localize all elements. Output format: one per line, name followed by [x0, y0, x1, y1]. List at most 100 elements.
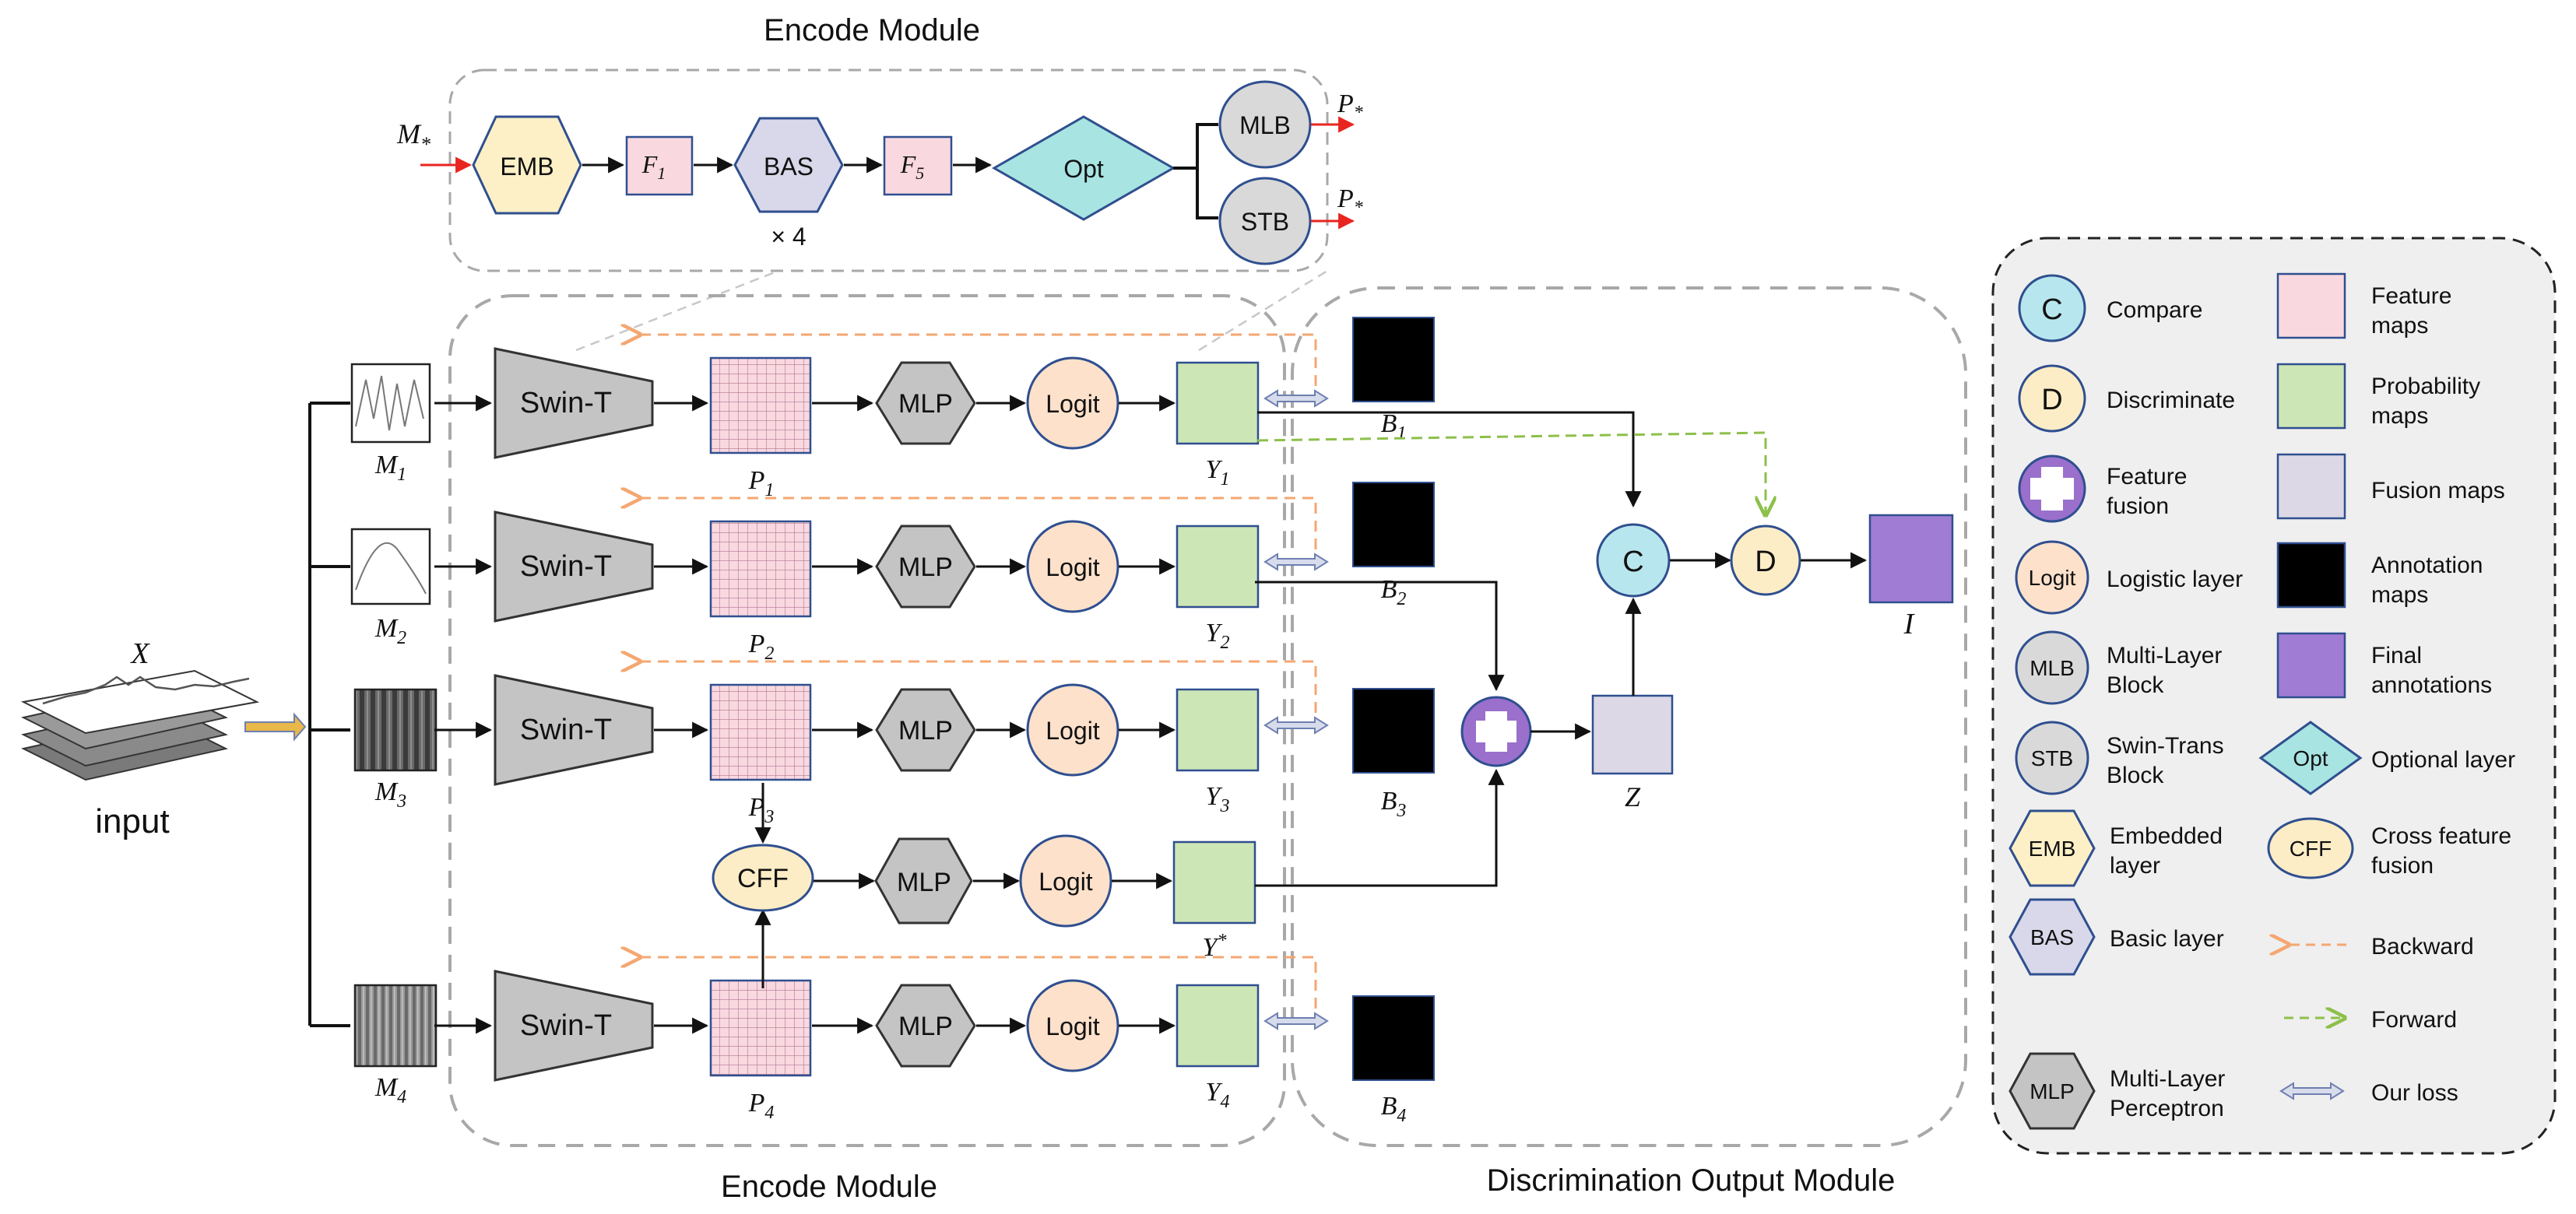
ystar-to-fusion-line: [1255, 768, 1505, 887]
legend-label-7-line1: Annotation: [2371, 553, 2483, 578]
b-label-3: B3: [1381, 787, 1407, 821]
encode-module-title-bottom: Encode Module: [721, 1170, 937, 1204]
legend-label-8-line1: Multi-Layer: [2107, 643, 2222, 668]
p-label-1-sub: 1: [764, 480, 774, 500]
modality-curve-2: [355, 542, 427, 595]
logit-label-4: Logit: [1046, 1012, 1100, 1040]
p-label-4-sub: 4: [764, 1103, 774, 1123]
y-label-4-sub: 4: [1220, 1092, 1229, 1112]
emb-hexagon: [472, 115, 582, 215]
legend-label-0: Compare: [2107, 297, 2202, 323]
modality-label-3-main: M: [374, 777, 399, 806]
legend-loss-label: Our loss: [2371, 1080, 2458, 1106]
compare-label: C: [1622, 546, 1643, 578]
p-label-3-sub: 3: [764, 807, 774, 827]
discriminate-circle: [1730, 525, 1801, 596]
legend-label-17-line1: Multi-Layer: [2110, 1066, 2225, 1092]
legend-final-annotations-swatch: [2276, 632, 2346, 699]
b-label-4-sub: 4: [1397, 1106, 1406, 1126]
input-stack: [20, 669, 260, 781]
legend-logit-text: Logit: [2029, 566, 2076, 590]
y-label-4-main: Y: [1206, 1078, 1223, 1107]
discrimination-output-module-title: Discrimination Output Module: [1487, 1163, 1896, 1198]
final-annotation-map: [1868, 514, 1954, 604]
modality-thumb-3: [353, 688, 438, 772]
modality-label-3-sub: 3: [396, 791, 406, 812]
compare-circle: [1596, 523, 1671, 598]
logit-label-3: Logit: [1046, 717, 1100, 745]
mlb-label: MLB: [1239, 111, 1291, 139]
legend-feature-fusion-plus: [2030, 467, 2074, 511]
p-label-2-sub: 2: [764, 644, 774, 664]
modality-label-3: M3: [374, 777, 406, 812]
y-label-3: Y3: [1206, 782, 1230, 816]
b-label-1-main: B: [1381, 409, 1397, 438]
legend-label-14: Basic layer: [2110, 926, 2224, 952]
legend-label-12-line2: layer: [2110, 853, 2160, 879]
mlb-circle: [1218, 80, 1312, 169]
legend-emb-symbol: [2008, 809, 2096, 887]
y-label-3-sub: 3: [1219, 796, 1229, 816]
p-label-2-main: P: [748, 630, 765, 658]
legend-label-7-line2: maps: [2371, 582, 2428, 608]
modality-label-4-sub: 4: [397, 1087, 406, 1107]
y-label-2-sub: 2: [1220, 633, 1229, 653]
p-feature-map-2: [709, 520, 812, 618]
f1-feature-map: [625, 135, 694, 196]
y-label-1: Y1: [1206, 455, 1230, 489]
logit-label-2: Logit: [1046, 553, 1100, 581]
bas-repeat-label: × 4: [771, 223, 806, 251]
cff-logit-label: Logit: [1038, 868, 1093, 896]
legend-mlp-symbol: [2008, 1052, 2096, 1130]
b-label-4-main: B: [1381, 1092, 1397, 1121]
b-label-3-sub: 3: [1396, 801, 1406, 821]
y-probability-map-2: [1176, 525, 1260, 609]
swin-t-block-1: [494, 347, 654, 459]
legend-backward-label: Backward: [2371, 934, 2474, 960]
legend-opt-symbol: [2258, 721, 2363, 795]
legend-compare-letter: C: [2041, 293, 2062, 326]
legend-stb-text: STB: [2031, 746, 2073, 770]
y-label-4: Y4: [1206, 1078, 1230, 1112]
legend-mlb-symbol: [2015, 630, 2089, 705]
swin-t-label-2: Swin-T: [520, 550, 612, 583]
y-label-2: Y2: [1206, 619, 1230, 653]
legend-stb-symbol: [2015, 721, 2089, 795]
loss-arrow-2: [1264, 553, 1328, 570]
p-label-1-main: P: [748, 466, 765, 495]
modality-label-2-sub: 2: [397, 628, 406, 648]
legend-label-2: Discriminate: [2107, 388, 2235, 413]
logit-circle-1: [1026, 356, 1119, 450]
z-label: Z: [1625, 781, 1641, 812]
input-caption: input: [95, 802, 169, 840]
modality-label-1: M1: [374, 451, 406, 485]
mlp-hexagon-2: [875, 525, 976, 609]
final-annotation-label: I: [1903, 608, 1916, 640]
swin-t-block-2: [494, 511, 654, 623]
legend-bas-text: BAS: [2030, 925, 2074, 949]
p-feature-map-1: [709, 356, 812, 454]
legend-mlp-text: MLP: [2030, 1079, 2075, 1103]
legend-forward-label: Forward: [2371, 1007, 2457, 1033]
cff-label: CFF: [737, 864, 789, 893]
legend-label-6: Logistic layer: [2107, 567, 2243, 592]
mlp-hexagon-3: [875, 688, 976, 772]
legend-fusion-maps-swatch: [2276, 453, 2346, 520]
legend-label-4-line2: fusion: [2107, 493, 2169, 519]
legend-discriminate-symbol: [2018, 364, 2086, 433]
legend-label-9-line1: Final: [2371, 643, 2422, 668]
opt-label: Opt: [1063, 155, 1104, 183]
swin-t-label-3: Swin-T: [520, 714, 612, 746]
emb-label: EMB: [500, 153, 554, 181]
legend-label-10-line1: Swin-Trans: [2107, 733, 2224, 759]
opt-diamond: [991, 115, 1176, 221]
encode-module-title-top: Encode Module: [764, 13, 980, 47]
mlp-label-1: MLP: [898, 389, 953, 419]
legend-annotation-maps-swatch: [2276, 542, 2346, 609]
logit-circle-4: [1026, 979, 1119, 1072]
